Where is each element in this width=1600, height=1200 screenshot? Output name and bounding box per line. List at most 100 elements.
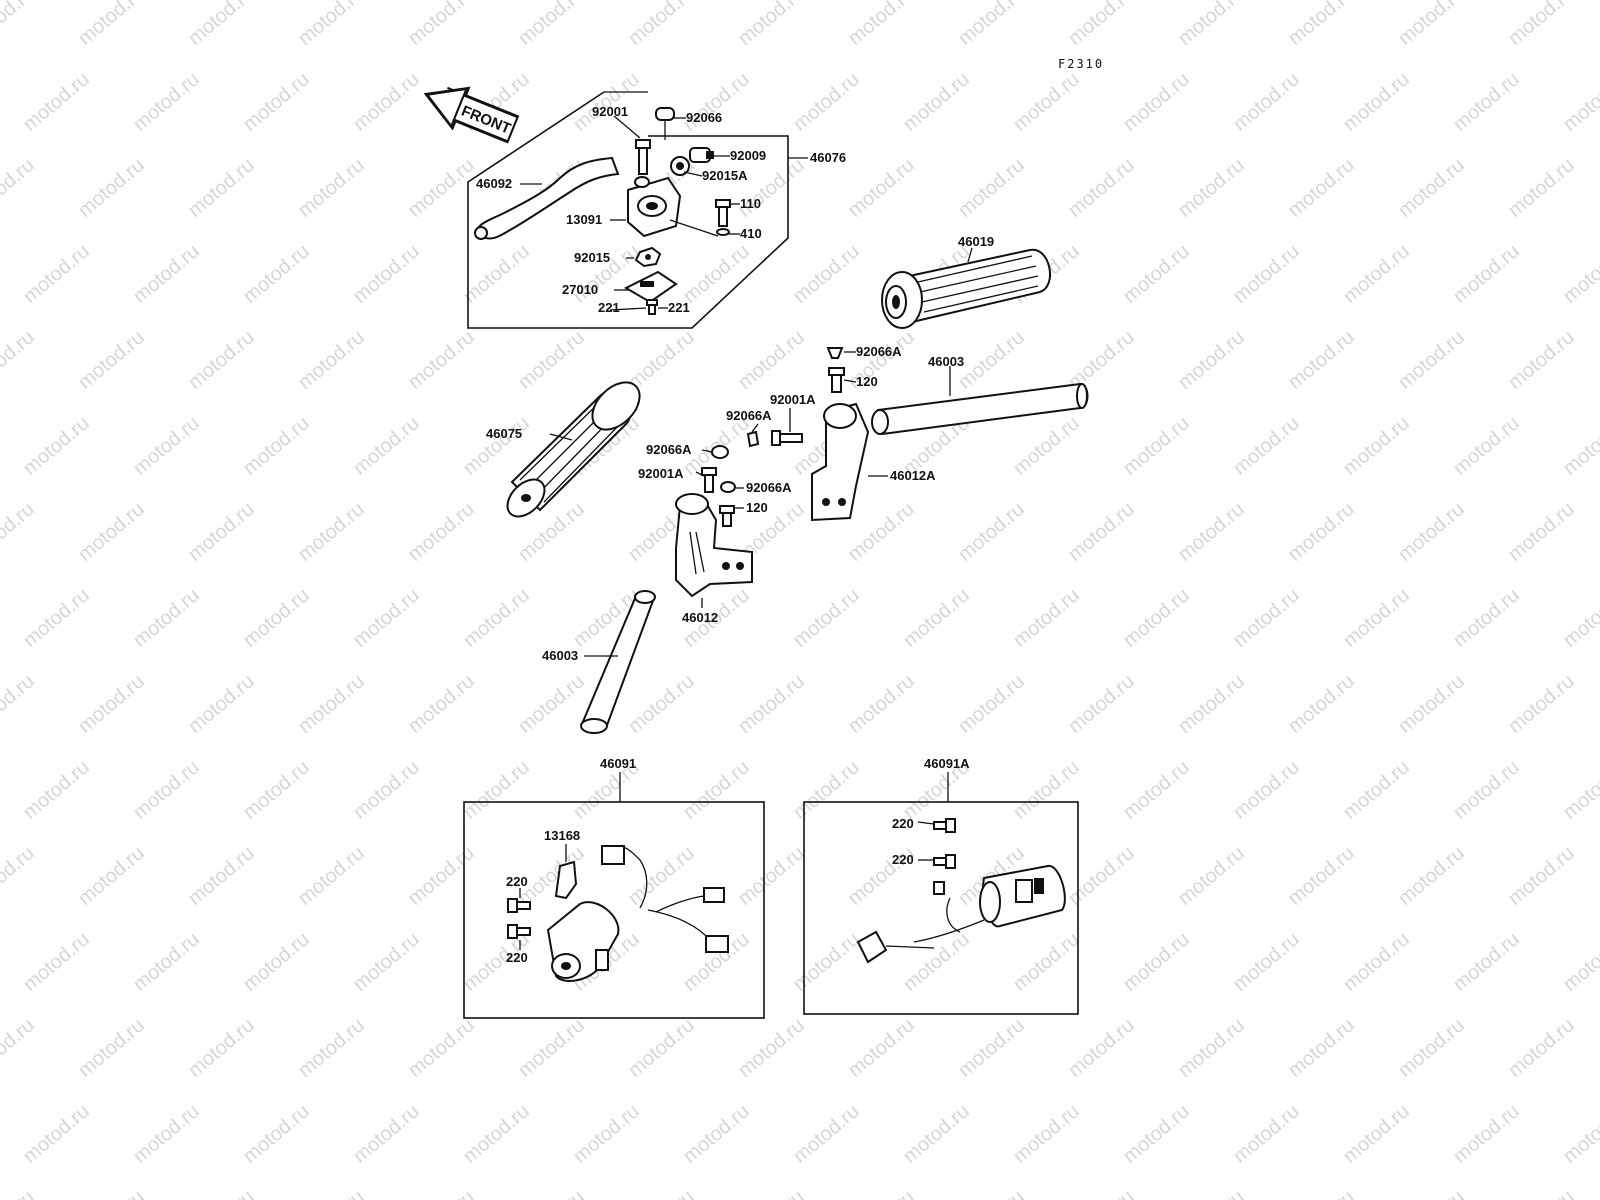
watermark-text: motod.ru: [129, 412, 204, 480]
watermark-text: motod.ru: [1174, 842, 1249, 910]
watermark-text: motod.ru: [349, 240, 424, 308]
right-grip-46019: [881, 248, 1051, 329]
watermark-text: motod.ru: [74, 154, 149, 222]
watermark-text: motod.ru: [734, 154, 809, 222]
watermark-text: motod.ru: [239, 240, 314, 308]
watermark-text: motod.ru: [1339, 584, 1414, 652]
watermark-text: motod.ru: [19, 928, 94, 996]
bolt-120-b: [719, 505, 735, 527]
watermark-text: motod.ru: [844, 1014, 919, 1082]
switch-27010: [623, 270, 678, 304]
watermark-text: motod.ru: [0, 154, 39, 222]
watermark-text: motod.ru: [734, 842, 809, 910]
watermark-text: motod.ru: [129, 928, 204, 996]
label-92001: 92001: [592, 104, 628, 119]
watermark-text: motod.ru: [1229, 584, 1304, 652]
watermark-text: motod.ru: [624, 0, 699, 50]
label-92066A-a: 92066A: [856, 344, 902, 359]
watermark-text: motod.ru: [954, 154, 1029, 222]
watermark-text: motod.ru: [1339, 928, 1414, 996]
watermark-text: motod.ru: [0, 1186, 39, 1200]
watermark-text: motod.ru: [679, 756, 754, 824]
label-220-d: 220: [892, 852, 914, 867]
watermark-text: motod.ru: [1449, 68, 1524, 136]
label-120-b: 120: [746, 500, 768, 515]
left-grip-46075: [506, 381, 641, 518]
watermark-text: motod.ru: [1284, 498, 1359, 566]
watermark-text: motod.ru: [0, 670, 39, 738]
watermark-text: motod.ru: [1229, 928, 1304, 996]
watermark-text: motod.ru: [624, 1186, 699, 1200]
watermark-text: motod.ru: [349, 68, 424, 136]
watermark-text: motod.ru: [184, 0, 259, 50]
watermark-text: motod.ru: [349, 584, 424, 652]
label-220-a: 220: [506, 874, 528, 889]
label-92009: 92009: [730, 148, 766, 163]
front-arrow-icon: FRONT: [423, 86, 520, 144]
watermark-text: motod.ru: [459, 1100, 534, 1168]
watermark-text: motod.ru: [1449, 584, 1524, 652]
watermark-text: motod.ru: [184, 842, 259, 910]
watermark-text: motod.ru: [1009, 756, 1084, 824]
watermark-text: motod.ru: [1009, 928, 1084, 996]
watermark-text: motod.ru: [1119, 928, 1194, 996]
lever-holder: [627, 176, 682, 238]
watermark-text: motod.ru: [1174, 1186, 1249, 1200]
watermark-text: motod.ru: [1504, 154, 1579, 222]
watermark-text: motod.ru: [1064, 670, 1139, 738]
label-221-right: 221: [668, 300, 690, 315]
watermark-text: motod.ru: [184, 498, 259, 566]
watermark-text: motod.ru: [74, 326, 149, 394]
label-92015A: 92015A: [702, 168, 748, 183]
watermark-text: motod.ru: [679, 1100, 754, 1168]
cap-92066A-b: [746, 430, 760, 448]
brake-lever: [476, 156, 620, 240]
watermark-text: motod.ru: [0, 326, 39, 394]
label-92001A-a: 92001A: [770, 392, 816, 407]
label-221-left: 221: [598, 300, 620, 315]
watermark-text: motod.ru: [954, 670, 1029, 738]
watermark-text: motod.ru: [569, 1100, 644, 1168]
label-46012: 46012: [682, 610, 718, 625]
watermark-text: motod.ru: [1449, 1100, 1524, 1168]
watermark-text: motod.ru: [404, 1014, 479, 1082]
watermark-text: motod.ru: [1394, 1186, 1469, 1200]
watermark-text: motod.ru: [954, 326, 1029, 394]
watermark-text: motod.ru: [899, 584, 974, 652]
label-92066A-b: 92066A: [726, 408, 772, 423]
watermark-text: motod.ru: [459, 756, 534, 824]
watermark-text: motod.ru: [1119, 1100, 1194, 1168]
watermark-text: motod.ru: [1559, 240, 1600, 308]
watermark-text: motod.ru: [789, 756, 864, 824]
watermark-text: motod.ru: [19, 584, 94, 652]
watermark-text: motod.ru: [294, 0, 369, 50]
watermark-text: motod.ru: [0, 1014, 39, 1082]
watermark-text: motod.ru: [1559, 68, 1600, 136]
nut-92015: [634, 246, 662, 268]
label-92001A-b: 92001A: [638, 466, 684, 481]
left-switch-frame: [463, 801, 765, 1019]
watermark-text: motod.ru: [1394, 1014, 1469, 1082]
watermark-text: motod.ru: [1559, 412, 1600, 480]
watermark-text: motod.ru: [1064, 1186, 1139, 1200]
watermark-text: motod.ru: [514, 0, 589, 50]
part-labels: 92001 92066 92009 46076 92015A 46092 110…: [476, 104, 994, 965]
watermark-text: motod.ru: [0, 0, 39, 50]
cap-92066A-d: [720, 481, 736, 493]
watermark-text: motod.ru: [624, 1014, 699, 1082]
watermark-text: motod.ru: [1504, 498, 1579, 566]
watermark-text: motod.ru: [789, 1100, 864, 1168]
watermark-text: motod.ru: [19, 240, 94, 308]
watermark-text: motod.ru: [404, 842, 479, 910]
watermark-text: motod.ru: [184, 1014, 259, 1082]
watermark-text: motod.ru: [239, 412, 314, 480]
watermark-text: motod.ru: [74, 1014, 149, 1082]
watermark-text: motod.ru: [74, 842, 149, 910]
watermark-text: motod.ru: [129, 240, 204, 308]
watermark-text: motod.ru: [0, 842, 39, 910]
right-handlebar-46003: [871, 382, 1089, 436]
watermark-text: motod.ru: [129, 756, 204, 824]
label-110: 110: [740, 196, 761, 211]
watermark-text: motod.ru: [1394, 154, 1469, 222]
watermark-text: motod.ru: [1229, 1100, 1304, 1168]
